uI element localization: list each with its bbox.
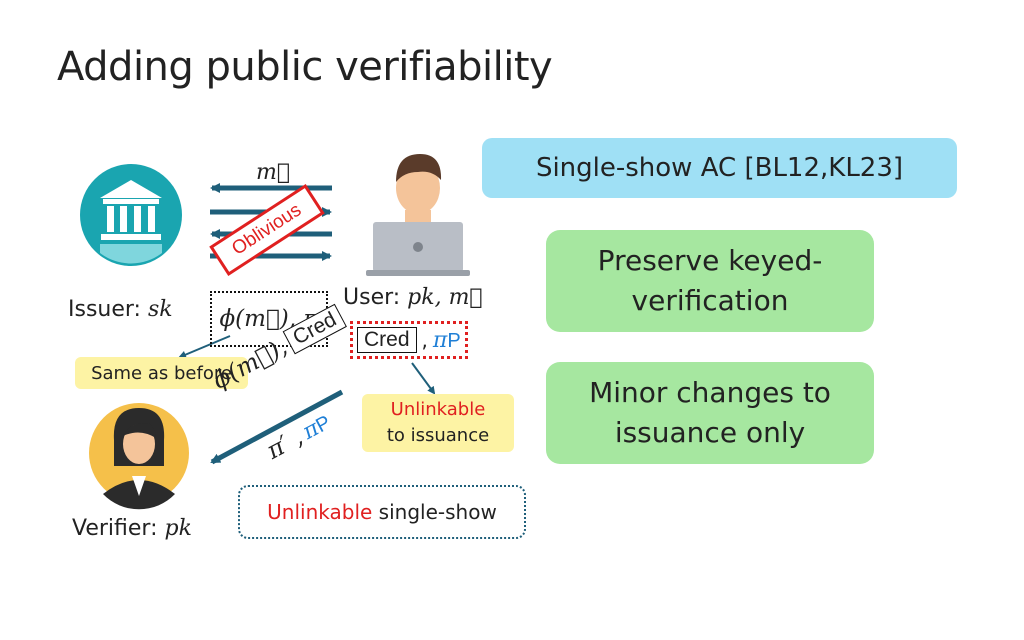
cred-pi-box: Cred , πP [350, 321, 468, 359]
arrow-same-as-before [178, 335, 231, 359]
to-issuance-text: to issuance [386, 425, 490, 446]
single-show-text: single-show [372, 500, 497, 524]
minor-line2: issuance only [614, 416, 806, 449]
oblivious-stamp [209, 184, 325, 276]
vector-m-label: m⃗ [256, 160, 291, 185]
user-label: User: pk, m⃗ [343, 285, 483, 310]
preserve-line1: Preserve keyed- [597, 244, 823, 277]
user-key: pk, m⃗ [407, 285, 483, 310]
minor-line1: Minor changes to [589, 376, 831, 409]
issuer-key: sk [147, 297, 173, 322]
verifier-avatar-icon [89, 403, 189, 510]
verifier-text: Verifier: [72, 516, 165, 541]
unlinkable-red-word: Unlinkable [267, 500, 373, 524]
preserve-line2: verification [631, 284, 789, 317]
pi-symbol: π [432, 327, 448, 353]
unlinkable-issuance-note: Unlinkable to issuance [362, 394, 514, 452]
minor-changes-box: Minor changes to issuance only [546, 362, 874, 464]
arrow-unlinkable-issuance [411, 362, 436, 395]
verifier-label: Verifier: pk [72, 516, 192, 541]
bank-icon [80, 164, 182, 266]
same-as-before-note: Same as before [75, 357, 248, 389]
issuer-text: Issuer: [68, 297, 148, 322]
issuer-label: Issuer: sk [68, 297, 173, 322]
pi-subscript: P [447, 329, 461, 352]
preserve-keyed-verification-box: Preserve keyed- verification [546, 230, 874, 332]
user-text: User: [343, 285, 408, 310]
page-title: Adding public verifiability [57, 44, 553, 90]
unlinkable-single-show-box: Unlinkable single-show [238, 485, 526, 539]
single-show-ac-box: Single-show AC [BL12,KL23] [482, 138, 957, 198]
arrow-to-verifier [210, 389, 344, 465]
pi-p-label: πP [433, 328, 461, 353]
cred-label: Cred [357, 327, 417, 353]
comma: , [421, 328, 428, 352]
verifier-key: pk [164, 516, 192, 541]
user-avatar-icon [366, 154, 470, 276]
unlinkable-word: Unlinkable [390, 399, 486, 420]
